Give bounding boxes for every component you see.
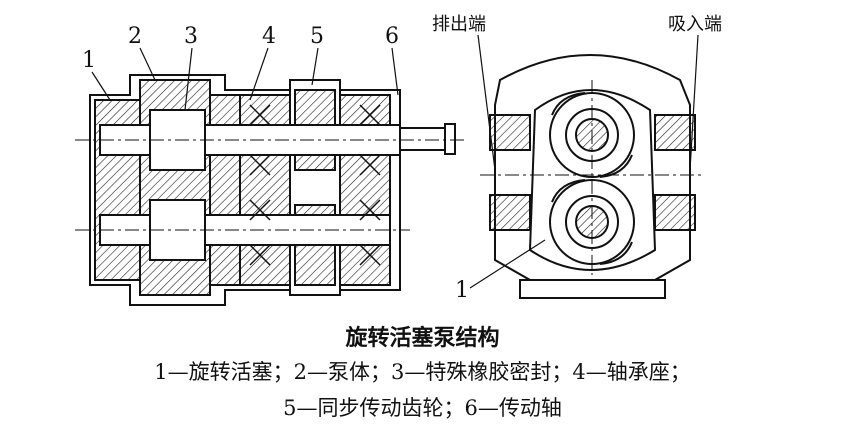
caption-line-2: 5—同步传动齿轮；6—传动轴 [283, 396, 562, 420]
label-5: 5 [310, 24, 324, 49]
suction-end-label: 吸入端 [668, 14, 722, 35]
label-4: 4 [262, 24, 276, 49]
caption-title: 旋转活塞泵结构 [345, 325, 500, 351]
discharge-end-label: 排出端 [432, 14, 486, 35]
cross-section-view [469, 34, 705, 299]
caption-line-1: 1—旋转活塞；2—泵体；3—特殊橡胶密封；4—轴承座； [154, 360, 691, 384]
label-2: 2 [128, 24, 142, 49]
label-1: 1 [82, 48, 96, 73]
label-3: 3 [184, 24, 198, 49]
label-6: 6 [385, 24, 399, 49]
section-view [75, 47, 465, 306]
label-1-cross: 1 [455, 278, 469, 303]
